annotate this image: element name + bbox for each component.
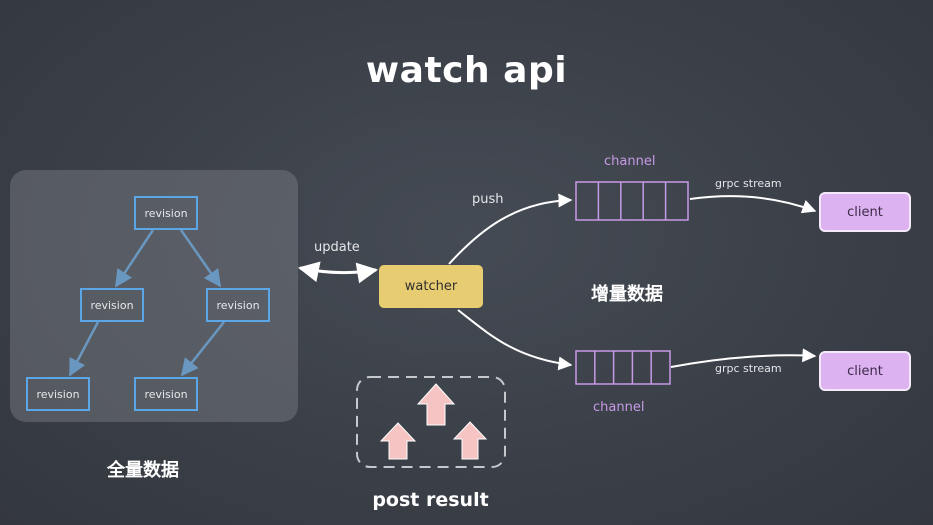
- up-arrow-icon: [379, 422, 417, 460]
- client-node-top: client: [819, 192, 911, 232]
- grpc-stream-label-bottom: grpc stream: [715, 362, 782, 375]
- channel-label-top: channel: [604, 154, 656, 169]
- update-label: update: [314, 240, 360, 255]
- grpc-stream-arrow-lower: [670, 348, 817, 368]
- grpc-stream-arrow: [689, 195, 817, 214]
- tree-edge: [114, 229, 155, 288]
- post-result-caption: post result: [372, 489, 489, 511]
- client-node-bottom: client: [819, 351, 911, 391]
- update-arrow: [297, 261, 379, 284]
- grpc-stream-label-top: grpc stream: [715, 177, 782, 190]
- tree-edge: [68, 321, 100, 377]
- revision-node: revision: [134, 377, 198, 411]
- push-arrow-lower: [457, 309, 573, 371]
- push-arrow: [448, 193, 573, 265]
- tree-edge: [179, 229, 222, 288]
- revision-node: revision: [80, 288, 144, 322]
- revision-node: revision: [206, 288, 270, 322]
- full-data-panel: [10, 170, 298, 422]
- post-result-frame: [356, 376, 506, 468]
- channel-queue-bottom: [575, 350, 671, 385]
- up-arrow-icon: [452, 421, 488, 460]
- watcher-node: watcher: [379, 265, 483, 308]
- page-title: watch api: [365, 50, 568, 91]
- channel-queue-top: [575, 181, 689, 221]
- incremental-data-caption: 增量数据: [591, 284, 663, 305]
- push-label: push: [472, 192, 504, 207]
- revision-node: revision: [26, 377, 90, 411]
- revision-node: revision: [134, 196, 198, 230]
- channel-label-bottom: channel: [593, 400, 645, 415]
- up-arrow-icon: [416, 383, 456, 426]
- full-data-caption: 全量数据: [107, 460, 179, 481]
- tree-edge: [180, 321, 225, 377]
